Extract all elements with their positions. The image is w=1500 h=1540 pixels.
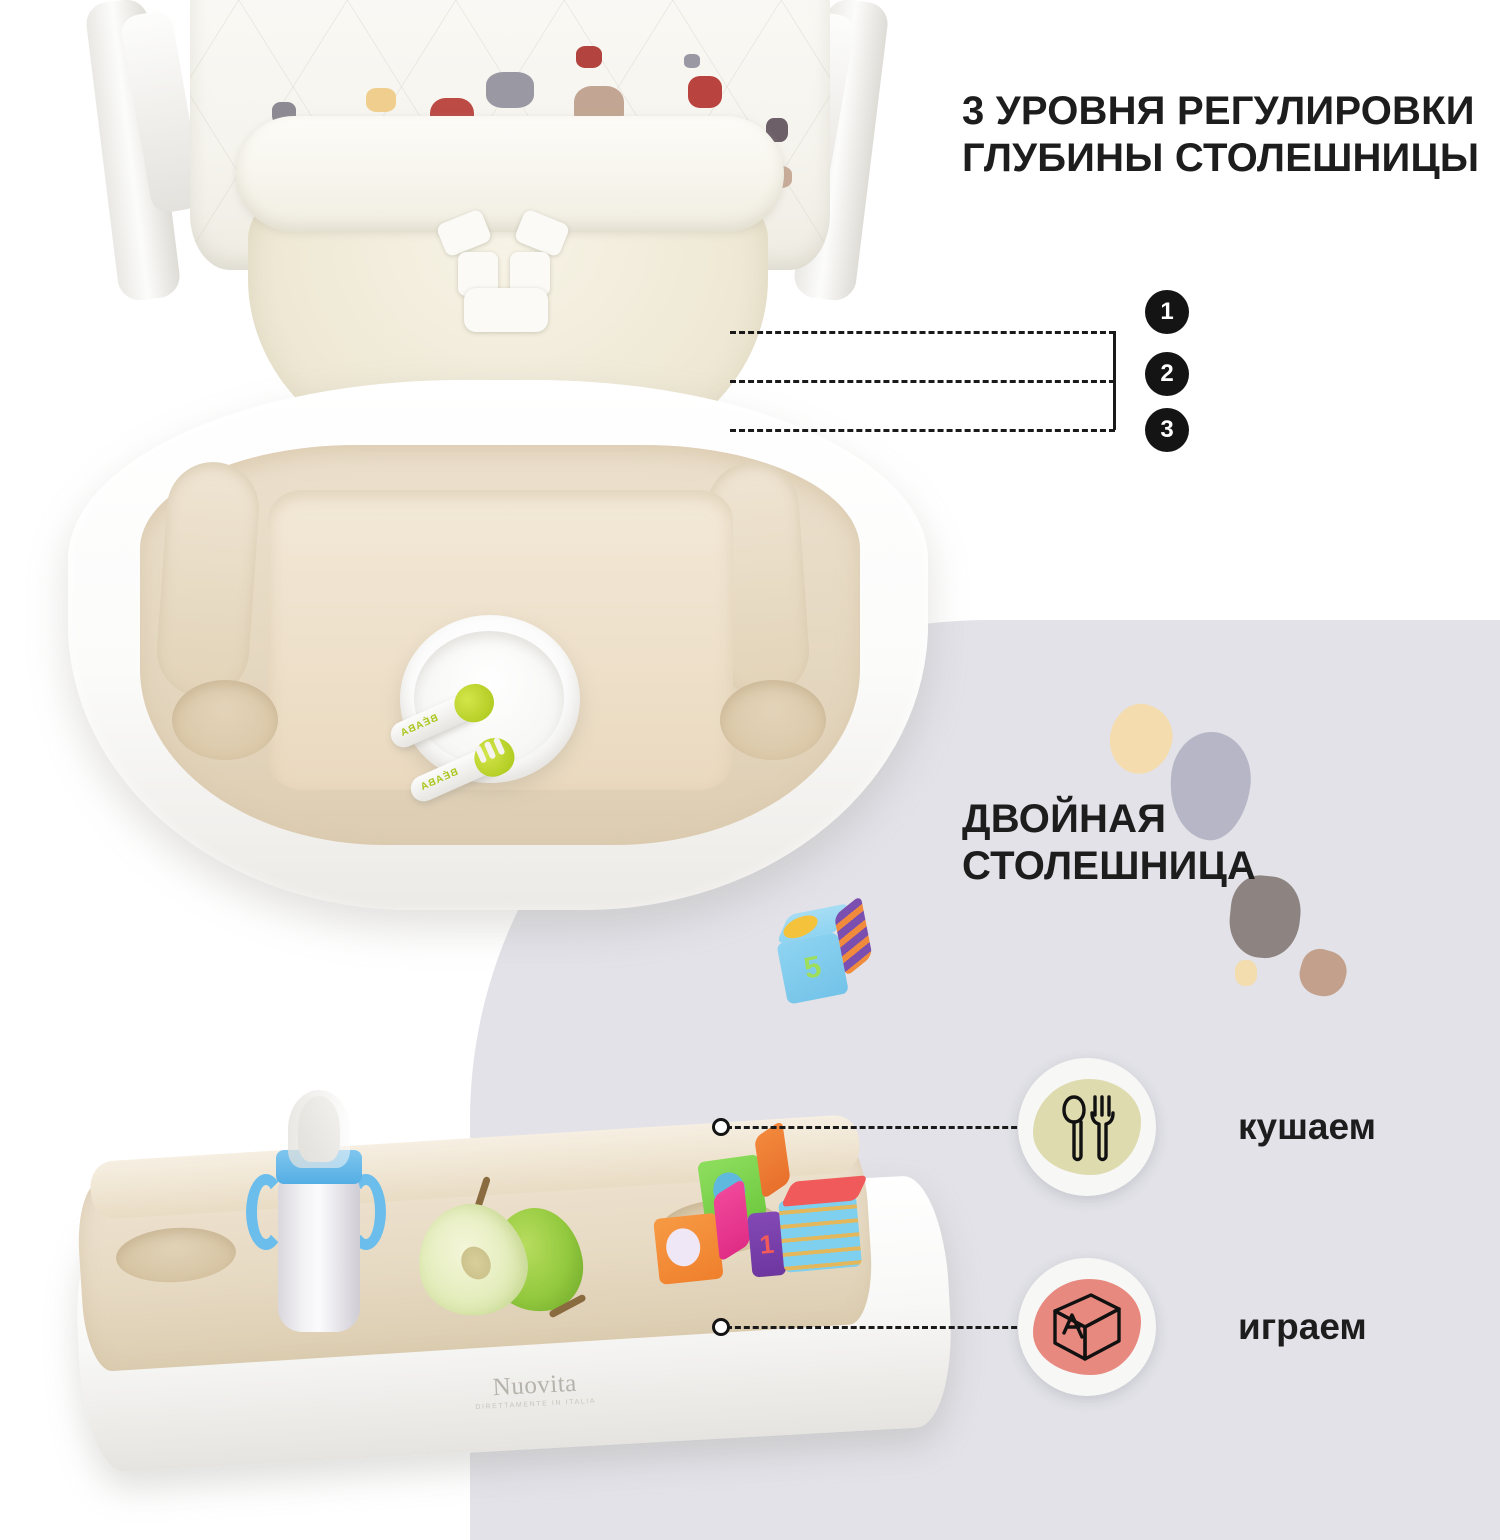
- infographic-canvas: BÉABA BÉABA 5 Nuovita DIRETTAMENTE IN IT…: [40, 0, 1500, 1540]
- feature-anchor-dot-play: [712, 1318, 730, 1336]
- print-speck: [766, 118, 788, 142]
- terrazzo-blob-tan: [1294, 944, 1352, 1002]
- print-speck: [486, 72, 534, 108]
- feature-icon-circle-play: [1018, 1258, 1156, 1396]
- feature-leader-line-eat: [726, 1126, 1026, 1129]
- feature-label-play: играем: [1238, 1306, 1367, 1347]
- block-face-front: [778, 1194, 863, 1273]
- tray-side-channel-left: [153, 459, 263, 700]
- spoon-fork-icon: [1054, 1091, 1120, 1163]
- highchair-seat-and-tray-photo: BÉABA BÉABA: [40, 0, 960, 970]
- tray-cup-holder-left: [172, 680, 278, 760]
- feature-blob-eat: [1033, 1079, 1141, 1175]
- tray-cup-holder-right: [720, 680, 826, 760]
- feature-icon-circle-eat: [1018, 1058, 1156, 1196]
- step-badge-2: 2: [1145, 352, 1189, 396]
- feature-leader-line-play: [726, 1326, 1026, 1329]
- bottle-hood: [288, 1090, 350, 1168]
- terrazzo-blob-small-cream: [1235, 960, 1257, 986]
- baby-bottle: [246, 1088, 386, 1338]
- page-title-double-tray: ДВОЙНАЯ СТОЛЕШНИЦА: [962, 797, 1257, 889]
- print-speck: [684, 54, 700, 68]
- toy-block-orange: [651, 1178, 759, 1301]
- bottle-body: [278, 1172, 360, 1332]
- depth-bracket: [1113, 331, 1116, 430]
- step-badge-1: 1: [1145, 290, 1189, 334]
- page-title-depth-adjust: 3 УРОВНЯ РЕГУЛИРОВКИ ГЛУБИНЫ СТОЛЕШНИЦЫ: [962, 89, 1480, 181]
- print-speck: [576, 46, 602, 68]
- feature-anchor-dot-eat: [712, 1118, 730, 1136]
- block-face-side: [713, 1178, 751, 1263]
- floating-toy-block-5: 5: [771, 894, 886, 1017]
- seat-bolster: [236, 116, 784, 232]
- bottle-handle-left: [246, 1174, 286, 1250]
- block-face-front: 5: [776, 931, 850, 1005]
- depth-leader-line-1: [730, 331, 1115, 334]
- removable-tray-photo: Nuovita DIRETTAMENTE IN ITALIA: [60, 1080, 960, 1480]
- bottle-handle-right: [346, 1174, 386, 1250]
- pear-fruit: [406, 1175, 591, 1328]
- toy-block-icon: [1047, 1289, 1127, 1365]
- print-speck: [366, 88, 396, 112]
- depth-leader-line-3: [730, 429, 1115, 432]
- block-digit: 5: [801, 950, 824, 986]
- step-badge-3: 3: [1145, 408, 1189, 452]
- toy-block-blue: 1: [746, 1175, 887, 1303]
- feature-label-eat: кушаем: [1238, 1106, 1376, 1147]
- print-speck: [688, 76, 722, 108]
- feature-callout-play: играем: [1018, 1258, 1367, 1396]
- feature-callout-eat: кушаем: [1018, 1058, 1376, 1196]
- harness-buckle: [464, 288, 548, 332]
- terrazzo-blob-cream: [1103, 698, 1179, 780]
- depth-leader-line-2: [730, 380, 1115, 383]
